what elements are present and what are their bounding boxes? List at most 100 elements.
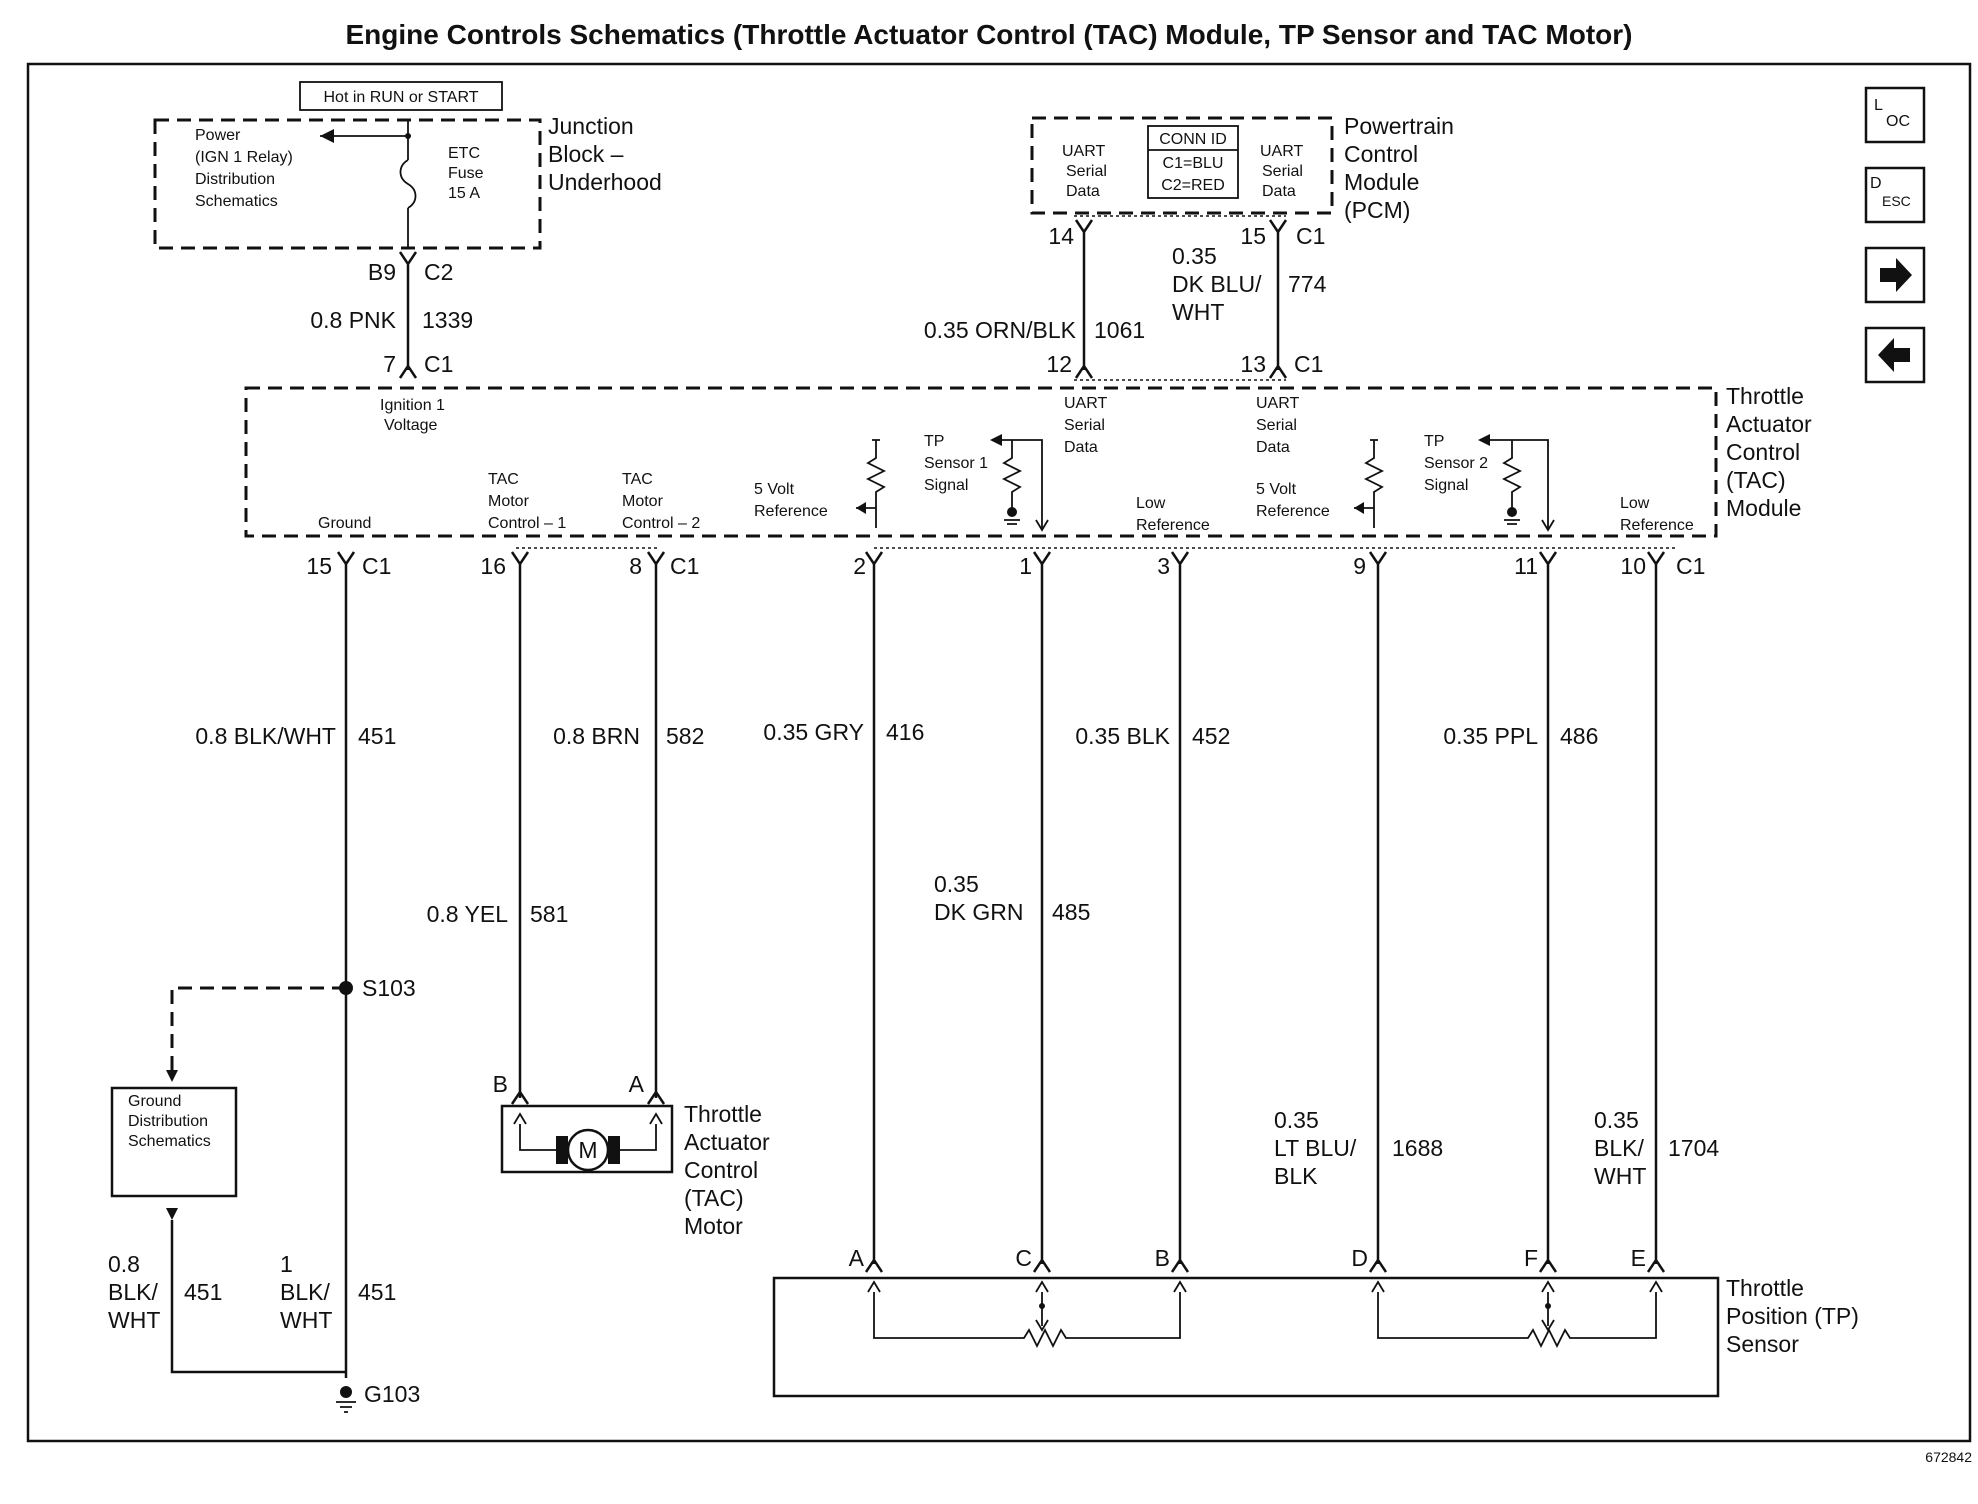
fuse-label: Fuse [448,165,484,182]
tac-module-name: Module [1726,495,1801,521]
potentiometer-icon [873,1292,1181,1349]
circuit-number: 451 [358,1279,396,1305]
uart-label: Serial [1256,417,1297,434]
pin-label: 1 [1019,553,1032,579]
forward-arrow-button[interactable] [1864,246,1926,304]
ground-distribution-box [110,1086,238,1198]
desc-label-sub: ESC [1882,193,1911,209]
wire-gauge: DK BLU/ [1172,271,1262,297]
pcm-label: Data [1066,183,1100,200]
ground-icon [1007,507,1017,517]
wire-gauge: 1 [280,1251,293,1277]
arrow-right-icon [1880,258,1912,292]
ref-5v-label: Reference [1256,503,1330,520]
wire-gauge: 0.8 BLK/WHT [195,723,336,749]
wire-gauge: BLK/ [1594,1135,1644,1161]
pcm-module: UART Serial Data CONN ID C1=BLU C2=RED U… [1030,113,1454,223]
pin-label: 2 [853,553,866,579]
pin-label: C [1015,1245,1032,1271]
uart-label: Serial [1064,417,1105,434]
tac-motor: M Throttle Actuator Control (TAC) Motor [500,1101,770,1239]
pin-label: F [1524,1245,1538,1271]
loc-label-main: L [1874,97,1883,114]
pin-label: B [1155,1245,1170,1271]
wire-gauge: 0.35 GRY [763,719,864,745]
tac-module-name: Actuator [1726,411,1812,437]
pin-label: 7 [383,351,396,377]
diagram-frame [26,62,1972,1443]
conn-id-title: CONN ID [1159,131,1227,148]
pin-label: 11 [1514,553,1538,579]
tp2-label: Signal [1424,477,1468,494]
tac-motor-name: Throttle [684,1101,762,1127]
uart-label: Data [1256,439,1290,456]
ground-point-icon [340,1386,352,1398]
desc-button[interactable]: D ESC [1864,166,1926,224]
tac-motor-name: Control [684,1157,758,1183]
power-label: Distribution [195,171,275,188]
ground-dist-label: Ground [128,1093,181,1110]
tp1-label: TP [924,433,944,450]
conn-id-line: C2=RED [1161,177,1225,194]
pin-label: 16 [480,553,506,579]
tac-module: Throttle Actuator Control (TAC) Module I… [244,383,1812,538]
arrow-icon [320,129,334,143]
page-title: Engine Controls Schematics (Throttle Act… [346,19,1633,50]
wire-gauge: BLK/ [280,1279,330,1305]
loc-button[interactable]: L OC [1864,86,1926,144]
wire-gauge: 0.35 ORN/BLK [924,317,1077,343]
connector-label: C1 [1294,351,1323,377]
pin-label: 12 [1046,351,1072,377]
conn-id-line: C1=BLU [1163,155,1224,172]
pin-label: A [849,1245,865,1271]
pin-label: B [493,1071,508,1097]
uart-label: Data [1064,439,1098,456]
pcm-label: Serial [1262,163,1303,180]
hot-in-run-label: Hot in RUN or START [324,89,479,106]
low-ref-label: Low [1136,495,1166,512]
circuit-number: 451 [184,1279,222,1305]
wire-gauge: WHT [108,1307,160,1333]
wire-gauge: 0.8 PNK [310,307,396,333]
circuit-number: 1704 [1668,1135,1719,1161]
resistor-icon [1001,440,1023,508]
ref-5v-label: Reference [754,503,828,520]
pcm-label: UART [1260,143,1303,160]
ignition-label: Voltage [384,417,437,434]
back-arrow-button[interactable] [1864,326,1926,384]
circuit-number: 451 [358,723,396,749]
power-label: Power [195,127,241,144]
motor-control-2-label: Motor [622,493,664,510]
pin-label: 15 [1240,223,1266,249]
connector-label: C1 [1296,223,1325,249]
tac-module-name: (TAC) [1726,467,1786,493]
wire-gauge: DK GRN [934,899,1023,925]
connector-label: C1 [1676,553,1705,579]
motor-control-2-label: TAC [622,471,653,488]
tp2-label: TP [1424,433,1444,450]
circuit-number: 485 [1052,899,1090,925]
junction-block-name: Junction [548,113,634,139]
wire-gauge: 0.8 YEL [427,901,509,927]
circuit-number: 774 [1288,271,1327,297]
pin-label: A [629,1071,645,1097]
connector-label: C1 [362,553,391,579]
potentiometer-icon [1377,1292,1657,1349]
pin-label: 9 [1353,553,1366,579]
circuit-number: 452 [1192,723,1230,749]
wire-gauge: BLK/ [108,1279,158,1305]
figure-number: 672842 [1925,1449,1972,1465]
pcm-name: (PCM) [1344,197,1410,223]
motor-icon [566,1128,610,1172]
wire-gauge: 0.35 PPL [1443,723,1538,749]
wire-gauge: 0.35 BLK [1075,723,1170,749]
power-label: Schematics [195,193,278,210]
resistor-icon [1363,439,1385,508]
wire-gauge: 0.35 [1594,1107,1639,1133]
wire-gauge: 0.35 [1172,243,1217,269]
circuit-number: 1339 [422,307,473,333]
tac-module-name: Control [1726,439,1800,465]
tac-motor-name: Actuator [684,1129,770,1155]
circuit-number: 581 [530,901,568,927]
pcm-label: Serial [1066,163,1107,180]
